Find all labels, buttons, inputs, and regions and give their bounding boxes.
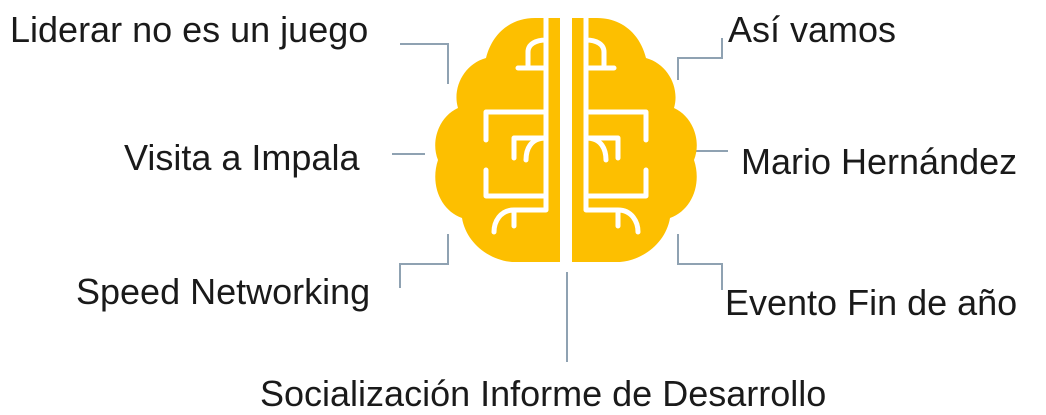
label-top-left: Liderar no es un juego (10, 9, 369, 50)
brain-right-hemisphere (572, 18, 697, 262)
connector-top-left (400, 43, 449, 84)
connector-bottom-left (399, 234, 449, 288)
connectors (392, 38, 728, 362)
label-bottom-left: Speed Networking (76, 271, 371, 312)
label-bottom-right: Evento Fin de año (725, 282, 1018, 323)
label-bottom-center: Socialización Informe de Desarrollo (260, 373, 827, 414)
brain-icon (435, 15, 697, 262)
connector-top-right (677, 38, 723, 80)
brain-left-hemisphere (435, 18, 560, 262)
label-middle-right: Mario Hernández (741, 141, 1018, 182)
connector-bottom-right (677, 234, 723, 290)
label-top-right: Así vamos (728, 9, 897, 50)
label-middle-left: Visita a Impala (124, 137, 360, 178)
